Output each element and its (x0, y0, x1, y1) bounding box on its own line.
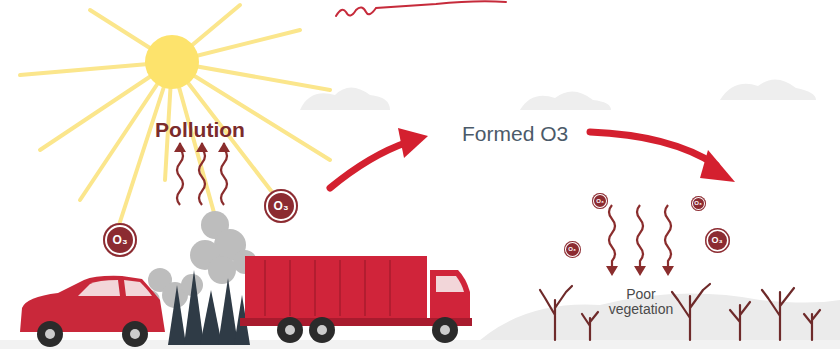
ozone-circle: O₃ (705, 228, 730, 253)
flow-arrow (590, 132, 716, 165)
dead-trees (540, 284, 820, 340)
flow-arrow-head (398, 128, 428, 158)
ozone-text: O₃ (596, 198, 603, 204)
flow-arrow-head (700, 150, 735, 182)
falling-arrows (609, 205, 671, 266)
sun-rays (20, 5, 330, 270)
trees (168, 270, 250, 345)
car (20, 276, 165, 347)
pollution-label: Pollution (140, 118, 260, 141)
rising-arrows (177, 143, 227, 205)
ozone-text: O₃ (274, 200, 289, 212)
flow-arrow (330, 142, 408, 188)
poor-vegetation-label: Poor vegetation (600, 287, 682, 318)
ozone-text: O₃ (568, 246, 575, 252)
sun (145, 35, 199, 89)
ozone-circle: O₃ (103, 223, 137, 257)
ozone-text: O₃ (711, 236, 722, 245)
ozone-circle: O₃ (592, 193, 608, 209)
ozone-text: O₃ (113, 234, 128, 246)
ozone-circle: O₃ (691, 196, 706, 211)
clouds (300, 79, 816, 110)
ozone-circle: O₃ (564, 241, 581, 258)
rising-arrow-heads (174, 142, 230, 152)
ozone-text: O₃ (694, 200, 701, 206)
falling-arrow-heads (606, 266, 674, 276)
formed-o3-label: Formed O3 (462, 122, 602, 145)
squiggle (336, 1, 506, 16)
ozone-circle: O₃ (264, 189, 298, 223)
smoke (140, 211, 257, 310)
truck (240, 256, 472, 343)
